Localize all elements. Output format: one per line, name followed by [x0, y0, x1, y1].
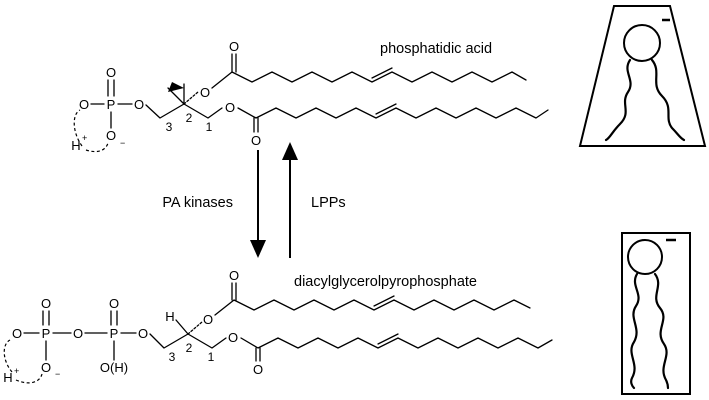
atom-o-carbonyl-sn1-top: O: [251, 133, 261, 148]
acyl-chain-sn1-top: [237, 107, 549, 119]
double-bond-sn2-top: [371, 67, 393, 79]
atom-p-bottom-1: P: [42, 326, 51, 341]
atom-oh-bottom: O(H): [100, 360, 128, 375]
acyl-chain-sn2-top: [211, 71, 527, 89]
atom-o-sn2-top: O: [200, 85, 210, 100]
carbon-number-2-top: 2: [186, 111, 193, 125]
atom-o-top-left: O: [79, 97, 89, 112]
h-bond-dash-top-left: [73, 109, 83, 147]
carbonyl-sn1-bottom: [255, 347, 261, 362]
carbon-number-1-bottom: 1: [208, 350, 215, 364]
cone-tail-left: [604, 58, 632, 142]
atom-o-bottom-p1-minus: O: [41, 360, 51, 375]
charge-plus-bottom: +: [14, 366, 19, 376]
h-bond-dash-bottom-right: [15, 373, 43, 384]
atom-o-sn2-bottom: O: [203, 312, 213, 327]
atom-o-sn1-bottom: O: [228, 330, 238, 345]
methyl-wedge-top: [168, 82, 184, 92]
cone-tail-right: [650, 58, 686, 142]
atom-o-carbonyl-sn2-top: O: [229, 39, 239, 54]
charge-minus-bottom: −: [55, 369, 60, 379]
carbon-number-3-bottom: 3: [169, 350, 176, 364]
atom-h-top: H: [71, 138, 80, 153]
h-bond-dash-bottom-left: [3, 339, 13, 373]
atom-p-top: P: [107, 97, 116, 112]
label-pa-kinases: PA kinases: [162, 195, 233, 211]
charge-minus-top: −: [120, 138, 125, 148]
atom-o-bottom-ester: O: [138, 326, 148, 341]
cylinder-tail-left: [630, 272, 640, 390]
glycerol-h-bond-bottom: [175, 319, 189, 335]
double-bond-sn2-bottom: [373, 295, 395, 307]
atom-o-sn1-top: O: [225, 100, 235, 115]
cone-headgroup: [623, 24, 661, 62]
phosphate-bonds-top: [90, 79, 133, 129]
carbonyl-sn2-top: [231, 53, 237, 73]
cone-outline: [578, 5, 707, 147]
carbon-number-3-top: 3: [166, 120, 173, 134]
atom-o-top-ester: O: [134, 97, 144, 112]
glycerol-backbone-top: [145, 103, 223, 119]
acyl-chain-sn2-bottom: [214, 299, 531, 316]
conversion-arrows: PA kinases LPPs: [162, 142, 346, 258]
atom-o-carbonyl-sn1-bottom: O: [253, 362, 263, 377]
pa-cone-shape-icon: [578, 5, 707, 147]
cylinder-tail-right: [653, 272, 670, 390]
charge-plus-top: +: [82, 133, 87, 143]
stereo-dash-top: [183, 91, 199, 105]
dgpp-cylinder-shape-icon: [621, 232, 691, 395]
label-phosphatidic-acid: phosphatidic acid: [380, 41, 492, 57]
carbon-number-1-top: 1: [206, 120, 213, 134]
label-lpps: LPPs: [311, 195, 346, 211]
stereo-dash-bottom: [187, 321, 203, 335]
atom-o-bridge: O: [73, 326, 83, 341]
atom-o-carbonyl-sn2-bottom: O: [229, 268, 239, 283]
atom-h-bottom: H: [3, 370, 12, 385]
double-bond-sn1-top: [375, 103, 397, 115]
phosphatidic-acid-structure: P O O O O − H + 2 3 1 O O O O phosphatid…: [71, 39, 549, 153]
acyl-chain-sn1-bottom: [240, 337, 553, 349]
pyrophosphate-bonds: [23, 310, 137, 361]
label-diacylglycerolpyrophosphate: diacylglycerolpyrophosphate: [294, 274, 477, 290]
atom-o-bottom-left: O: [12, 326, 22, 341]
double-bond-sn1-bottom: [377, 333, 399, 345]
atom-o-bottom-p1-double: O: [41, 296, 51, 311]
dgpp-structure: O P O O − O P O O(H) O H + H 2 3 1 O O O…: [3, 268, 553, 385]
carbonyl-sn1-top: [253, 117, 259, 133]
atom-o-top-bottom: O: [106, 128, 116, 143]
atom-h-glycerol-bottom: H: [165, 309, 174, 324]
h-bond-dash-top-bottom: [85, 142, 109, 153]
atom-o-bottom-p2-double: O: [109, 296, 119, 311]
carbonyl-sn2-bottom: [231, 282, 237, 301]
atom-p-bottom-2: P: [110, 326, 119, 341]
atom-o-top-double: O: [106, 65, 116, 80]
carbon-number-2-bottom: 2: [186, 341, 193, 355]
cylinder-headgroup: [627, 239, 663, 275]
